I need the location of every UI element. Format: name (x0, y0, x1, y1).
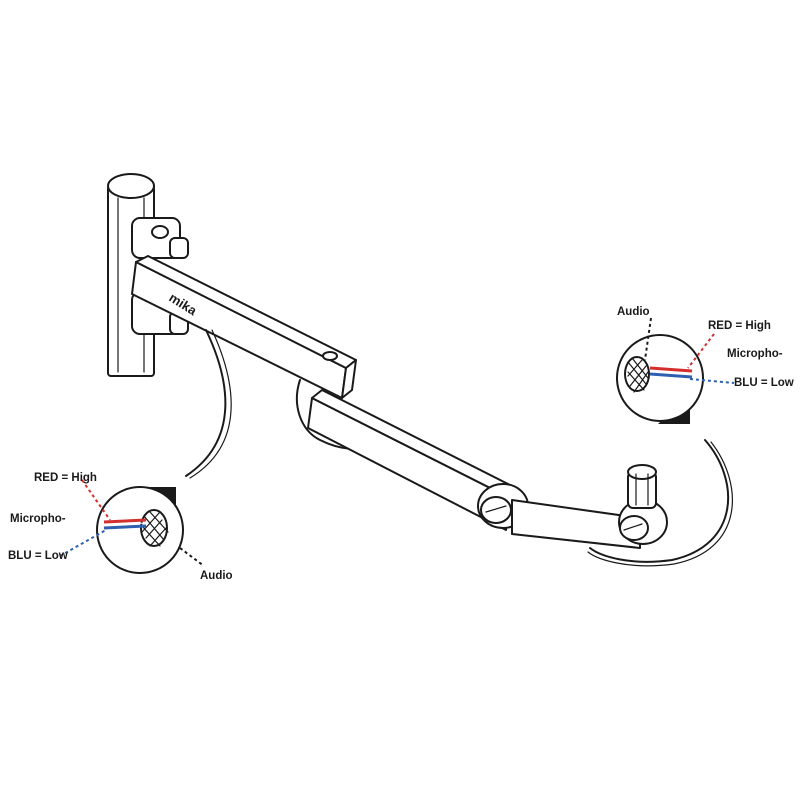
left-red-wire (103, 518, 147, 524)
left-audio-label: Audio (200, 570, 233, 582)
right-red-label: RED = High (708, 320, 771, 332)
left-blue-wire (103, 524, 147, 530)
left-callout-circle (96, 486, 184, 574)
right-audio-leader (644, 317, 652, 361)
left-audio-leader (179, 547, 205, 567)
right-blue-label: BLU = Low (734, 377, 794, 389)
right-blue-wire (649, 372, 693, 379)
lower-arm (307, 389, 521, 531)
mic-mount-post (627, 464, 657, 509)
left-callout: RED = High Micropho- BLU = Low Audio (8, 472, 233, 582)
left-red-label: RED = High (34, 472, 97, 484)
right-callout: Audio RED = High Micropho- BLU = Low (616, 306, 794, 424)
left-mic-label: Micropho- (10, 513, 66, 525)
left-blue-leader (59, 529, 107, 557)
end-arm (511, 499, 668, 549)
cable-upper (185, 329, 227, 477)
upper-arm: mika (131, 255, 357, 399)
pole-clamp (131, 217, 189, 335)
left-red-leader (81, 479, 111, 521)
right-audio-label: Audio (617, 306, 650, 318)
right-mic-label: Micropho- (727, 348, 783, 360)
left-blue-label: BLU = Low (8, 550, 68, 562)
cable-lower-inner (587, 441, 733, 567)
cable-upper-inner (189, 329, 232, 479)
rotating-knuckle (477, 483, 529, 529)
right-red-wire (649, 366, 693, 373)
right-red-leader (687, 333, 715, 369)
cable-lower (589, 439, 730, 563)
right-blue-leader (689, 378, 735, 384)
